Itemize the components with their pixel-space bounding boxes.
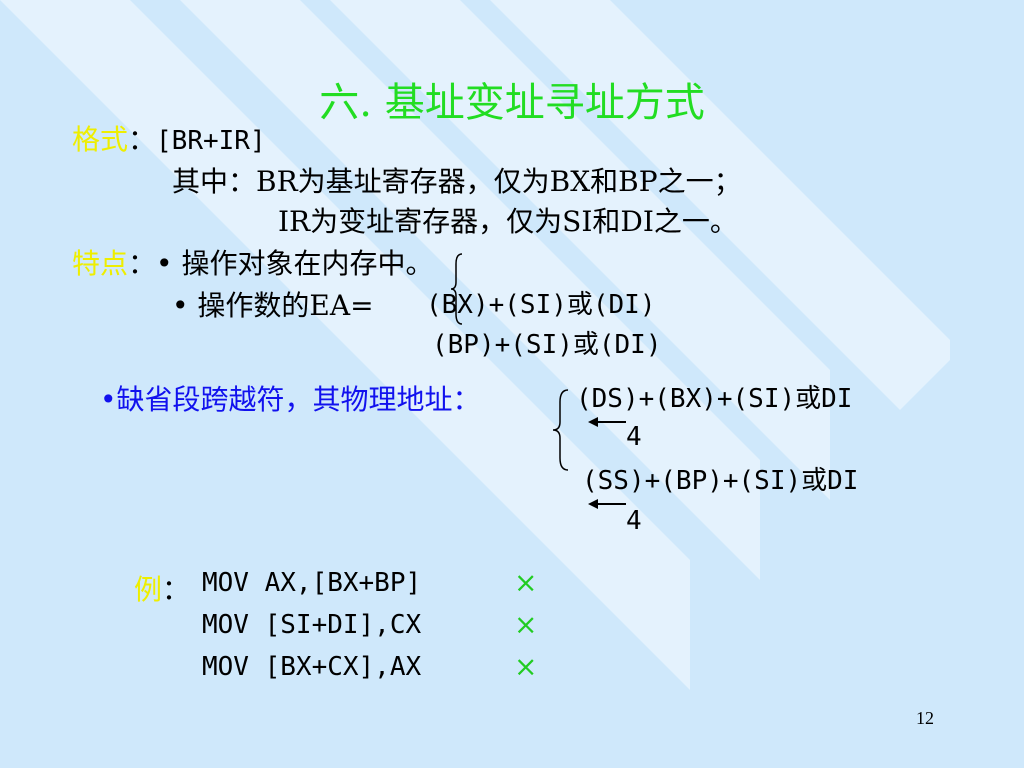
format-label: 格式 xyxy=(72,123,129,156)
cross-mark-icon: × xyxy=(514,566,538,599)
example-code: MOV [SI+DI],CX xyxy=(202,610,422,640)
example-code: MOV [BX+CX],AX xyxy=(202,652,422,682)
example-label: 例 xyxy=(134,573,163,606)
physical-address-ds: (DS)+(BX)+(SI)或DI xyxy=(576,384,853,414)
left-arrow-icon xyxy=(588,499,626,509)
ea-brace-icon xyxy=(450,253,463,325)
ea-option-2: (BP)+(SI)或(DI) xyxy=(432,330,662,360)
cross-mark-icon: × xyxy=(514,608,538,641)
format-note-index: IR为变址寄存器，仅为SI和DI之一。 xyxy=(278,205,738,238)
features-colon: ： xyxy=(128,247,157,280)
format-line: 格式：[BR+IR] xyxy=(72,118,266,158)
example-label-line: 例： xyxy=(134,568,190,608)
features-line-1: 特点：• 操作对象在内存中。 xyxy=(72,242,433,282)
shift-amount-1: 4 xyxy=(626,422,642,452)
features-label: 特点 xyxy=(72,247,129,280)
default-segment-label: •缺省段跨越符，其物理地址： xyxy=(100,383,481,416)
example-colon: ： xyxy=(162,573,191,606)
features-bullet-1: • 操作对象在内存中。 xyxy=(156,247,434,280)
shift-amount-2: 4 xyxy=(626,506,642,536)
example-code: MOV AX,[BX+BP] xyxy=(202,568,422,598)
page-number: 12 xyxy=(916,708,934,728)
format-note-base: 其中：BR为基址寄存器，仅为BX和BP之一； xyxy=(172,165,742,198)
features-bullet-2: • 操作数的EA= xyxy=(172,289,374,322)
address-brace-icon xyxy=(552,389,569,471)
page-title: 六. 基址变址寻址方式 xyxy=(319,80,705,126)
ea-option-1: (BX)+(SI)或(DI) xyxy=(426,290,656,320)
physical-address-ss: (SS)+(BP)+(SI)或DI xyxy=(582,466,859,496)
left-arrow-icon xyxy=(588,417,626,427)
format-colon: ： xyxy=(128,123,157,156)
cross-mark-icon: × xyxy=(514,650,538,683)
format-expression: [BR+IR] xyxy=(156,126,266,156)
